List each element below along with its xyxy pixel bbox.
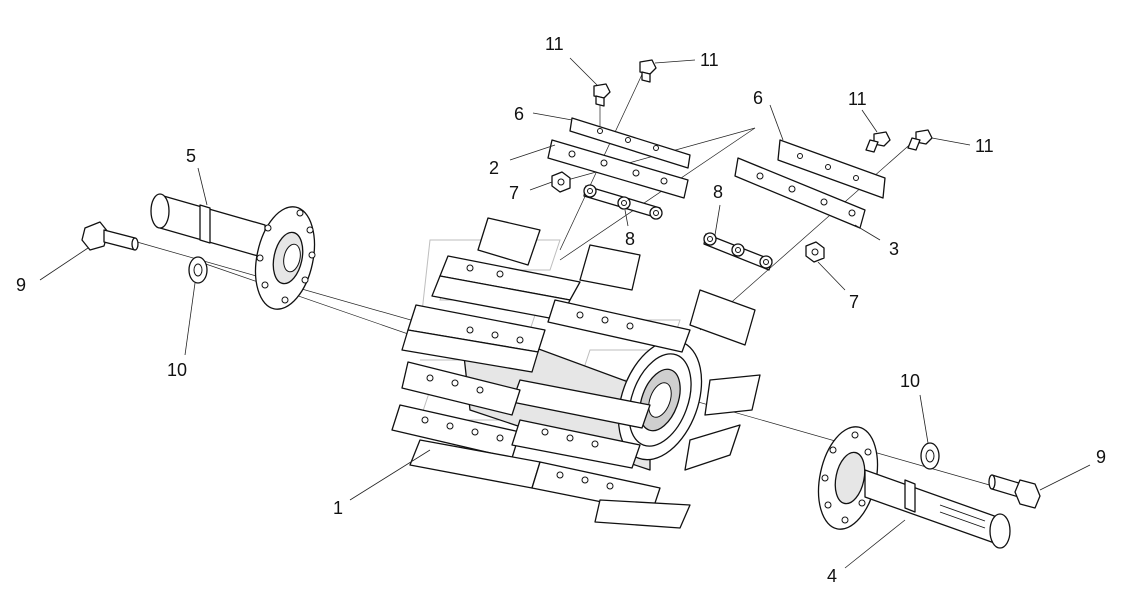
callout-2: 2 (489, 158, 499, 178)
right-flanged-shaft (817, 426, 1011, 549)
nut-7-right (805, 241, 825, 263)
callout-7-left: 7 (509, 183, 519, 203)
bolt-11-d (907, 129, 933, 151)
callout-11-d: 11 (975, 136, 994, 156)
nut-7-left (551, 171, 571, 193)
upper-right-plates (734, 139, 886, 229)
bolt-11-a (593, 83, 611, 107)
callout-5: 5 (186, 146, 196, 166)
callout-11-b: 11 (700, 50, 719, 70)
rotor-drum-body (391, 217, 761, 529)
link-plate-8-b (703, 232, 773, 271)
callout-4: 4 (827, 566, 837, 586)
callout-6-left: 6 (514, 104, 524, 124)
right-flange-bolt-holes (821, 431, 874, 524)
left-flange-bolt-holes (256, 209, 316, 304)
left-flanged-shaft (150, 193, 316, 310)
callout-9-right: 9 (1096, 447, 1106, 467)
right-washer (920, 442, 940, 470)
callout-1: 1 (333, 498, 343, 518)
callout-3: 3 (889, 239, 899, 259)
leader-lines (39, 57, 1091, 569)
bolt-11-b (639, 59, 657, 83)
callout-11-a: 11 (545, 34, 564, 54)
callout-8-left: 8 (625, 229, 635, 249)
upper-left-plates (547, 117, 691, 199)
nuts (551, 171, 825, 263)
callout-8-right: 8 (713, 182, 723, 202)
callout-10-right: 10 (900, 371, 920, 391)
link-plate-8-a (583, 184, 663, 220)
upper-bolts (593, 59, 933, 153)
right-bolt (988, 474, 1041, 509)
link-plates (583, 184, 773, 271)
bolt-11-c (865, 131, 891, 153)
callout-11-c: 11 (848, 89, 867, 109)
callout-labels: 1 2 3 4 5 6 6 7 7 8 8 9 9 10 10 11 11 11… (16, 34, 1106, 586)
left-washer (188, 256, 208, 284)
callout-9-left: 9 (16, 275, 26, 295)
callout-10-left: 10 (167, 360, 187, 380)
blade-bolt-holes (421, 264, 634, 490)
callout-7-right: 7 (849, 292, 859, 312)
left-bolt (81, 221, 139, 251)
callout-6-right: 6 (753, 88, 763, 108)
